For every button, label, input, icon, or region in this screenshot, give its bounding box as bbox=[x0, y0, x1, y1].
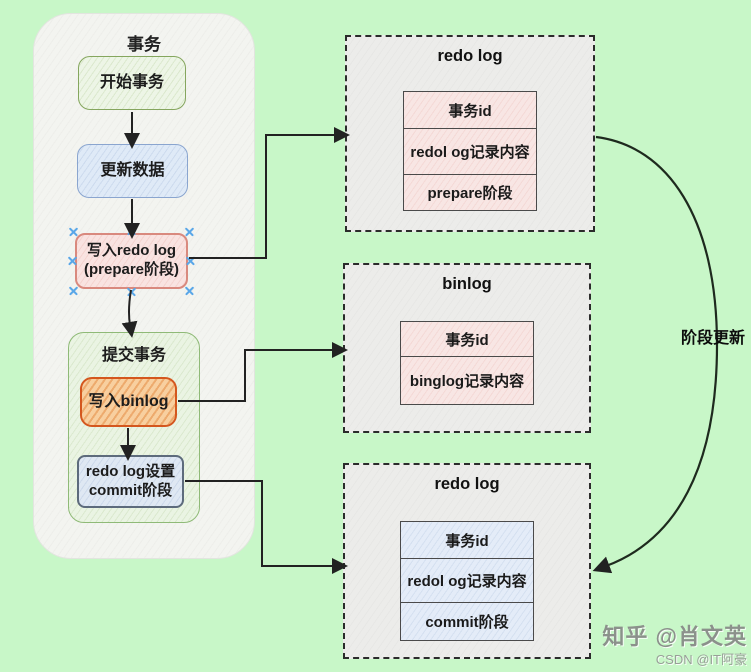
redo-log-box-prepare[interactable]: redo log 事务id redol og记录内容 prepare阶段 bbox=[345, 35, 595, 232]
selection-handle-icon[interactable] bbox=[69, 227, 78, 236]
redo-log-box-commit-title: redo log bbox=[434, 475, 500, 493]
node-write-redo-log-prepare[interactable]: 写入redo log (prepare阶段) bbox=[75, 233, 188, 289]
node-redo-log-set-commit[interactable]: redo log设置 commit阶段 bbox=[77, 455, 184, 508]
node-start-label: 开始事务 bbox=[99, 74, 164, 91]
selection-handle-icon[interactable] bbox=[185, 286, 194, 295]
arrow-stage-update-curve bbox=[592, 135, 719, 574]
node-update-data[interactable]: 更新数据 bbox=[77, 144, 188, 198]
selection-handle-icon[interactable] bbox=[127, 226, 136, 235]
stage-update-label: 阶段更新 bbox=[681, 330, 746, 347]
redo-log-box-commit[interactable]: redo log 事务id redol og记录内容 commit阶段 bbox=[343, 463, 591, 659]
selection-handle-icon[interactable] bbox=[69, 286, 78, 295]
watermark: 知乎 @肖文英 CSDN @IT阿豪 bbox=[602, 619, 747, 668]
watermark-zhihu: 知乎 @肖文英 bbox=[602, 624, 747, 649]
redo-log-prepare-table: 事务id redol og记录内容 prepare阶段 bbox=[403, 91, 537, 211]
redo-log-box-prepare-title: redo log bbox=[437, 47, 503, 65]
watermark-csdn: CSDN @IT阿豪 bbox=[655, 652, 747, 667]
transaction-panel-title: 事务 bbox=[127, 35, 161, 54]
table-row: 事务id bbox=[401, 322, 533, 356]
node-redo-commit-label-line2: commit阶段 bbox=[88, 481, 173, 499]
table-row: redol og记录内容 bbox=[401, 558, 533, 602]
selection-handle-icon[interactable] bbox=[186, 256, 195, 265]
selection-handle-icon[interactable] bbox=[68, 256, 77, 265]
node-start-transaction[interactable]: 开始事务 bbox=[78, 56, 186, 110]
table-row: 事务id bbox=[401, 522, 533, 558]
node-redo-commit-label-line1: redo log设置 bbox=[85, 462, 176, 480]
selection-handle-icon[interactable] bbox=[127, 287, 136, 296]
table-row: prepare阶段 bbox=[404, 174, 536, 210]
node-write-redo-label-line2: (prepare阶段) bbox=[83, 261, 180, 278]
table-row: redol og记录内容 bbox=[404, 128, 536, 174]
node-write-redo-label-line1: 写入redo log bbox=[86, 242, 177, 260]
table-row: commit阶段 bbox=[401, 602, 533, 640]
selection-handle-icon[interactable] bbox=[185, 227, 194, 236]
binlog-box[interactable]: binlog 事务id binglog记录内容 bbox=[343, 263, 591, 433]
table-row: 事务id bbox=[404, 92, 536, 128]
binlog-table: 事务id binglog记录内容 bbox=[400, 321, 534, 405]
redo-log-commit-table: 事务id redol og记录内容 commit阶段 bbox=[400, 521, 534, 641]
group-commit-title: 提交事务 bbox=[101, 347, 166, 364]
table-row: binglog记录内容 bbox=[401, 356, 533, 404]
binlog-box-title: binlog bbox=[442, 275, 492, 293]
node-write-binlog-label: 写入binlog bbox=[88, 393, 169, 410]
node-write-binlog[interactable]: 写入binlog bbox=[80, 377, 177, 427]
node-update-label: 更新数据 bbox=[100, 162, 165, 179]
